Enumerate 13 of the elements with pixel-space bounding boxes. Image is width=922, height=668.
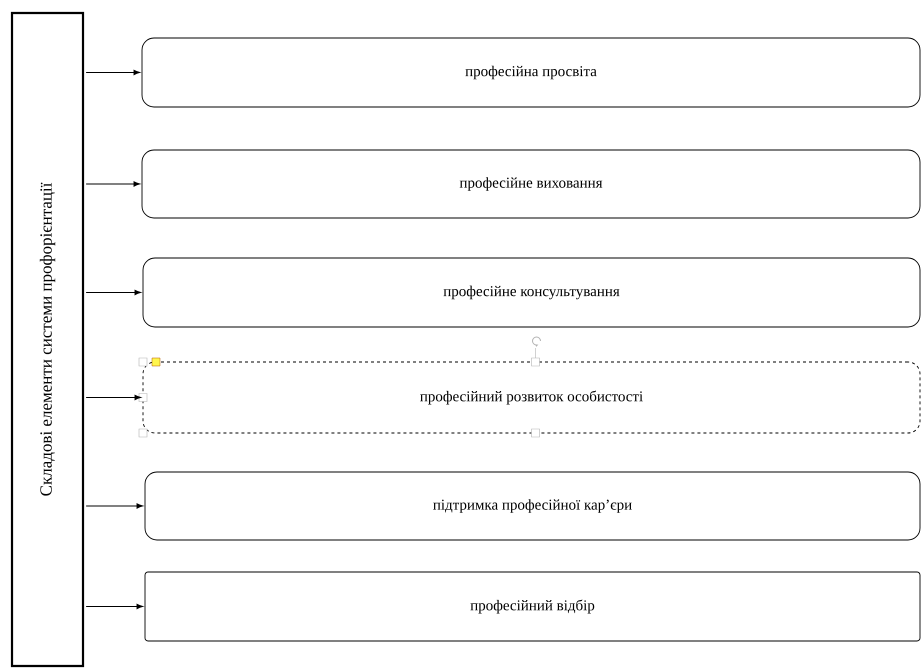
process-box: професійне консультування xyxy=(142,258,920,328)
arrow xyxy=(86,181,140,187)
process-box: професійний розвиток особистості xyxy=(142,362,920,434)
arrow xyxy=(86,290,142,296)
arrow xyxy=(86,70,140,76)
process-box: професійний відбір xyxy=(144,572,920,642)
arrow xyxy=(86,503,144,509)
process-box: підтримка професійної кар’єри xyxy=(144,472,920,540)
arrow xyxy=(86,604,144,610)
process-box: професійне виховання xyxy=(142,150,920,218)
heading-box: Складові елементи системи профорієнтації xyxy=(10,12,84,668)
process-box: професійна просвіта xyxy=(142,38,920,108)
arrow xyxy=(86,394,142,400)
